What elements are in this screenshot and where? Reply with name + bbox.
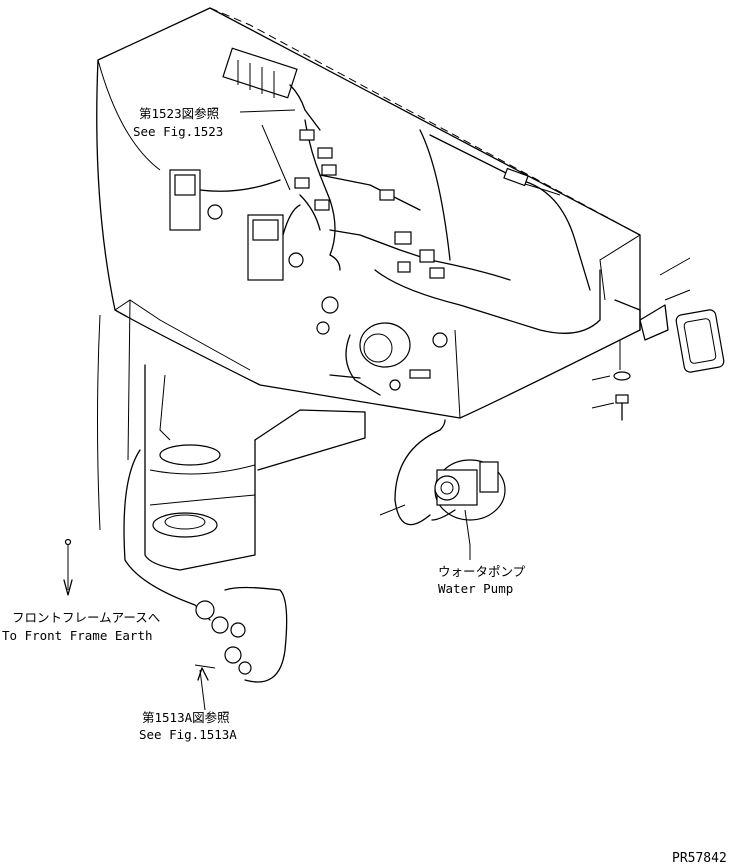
relay-left-lower — [247, 204, 304, 281]
callout-fig1523: 第1523図参照 See Fig.1523 — [133, 106, 223, 139]
fig1513a-en: See Fig.1513A — [139, 727, 237, 742]
main-harness — [294, 119, 601, 334]
fig1523-jp: 第1523図参照 — [139, 106, 219, 121]
callout-leaders — [63, 109, 471, 711]
front-earth-jp: フロントフレームアースへ — [12, 610, 160, 625]
water-pump — [379, 419, 506, 546]
callout-water-pump: ウォータポンプ Water Pump — [438, 564, 526, 596]
cab-body-outline — [96, 7, 641, 419]
drawing-code: PR57842 — [672, 851, 727, 866]
front-frame — [97, 299, 366, 571]
fig1523-en: See Fig.1523 — [133, 124, 223, 139]
washer-and-bolt — [591, 371, 631, 421]
front-earth-en: To Front Frame Earth — [2, 628, 153, 643]
water-pump-jp: ウォータポンプ — [438, 564, 526, 579]
callout-front-earth: フロントフレームアースへ To Front Frame Earth — [2, 610, 160, 643]
relay-left-upper — [169, 169, 281, 231]
rear-lamp — [614, 257, 725, 373]
water-pump-en: Water Pump — [438, 581, 513, 596]
fig1513a-jp: 第1513A図参照 — [142, 710, 230, 725]
fuse-block — [222, 47, 321, 131]
horn-assembly — [316, 296, 448, 396]
lower-harness — [64, 449, 288, 683]
callout-fig1513a: 第1513A図参照 See Fig.1513A — [139, 710, 237, 742]
